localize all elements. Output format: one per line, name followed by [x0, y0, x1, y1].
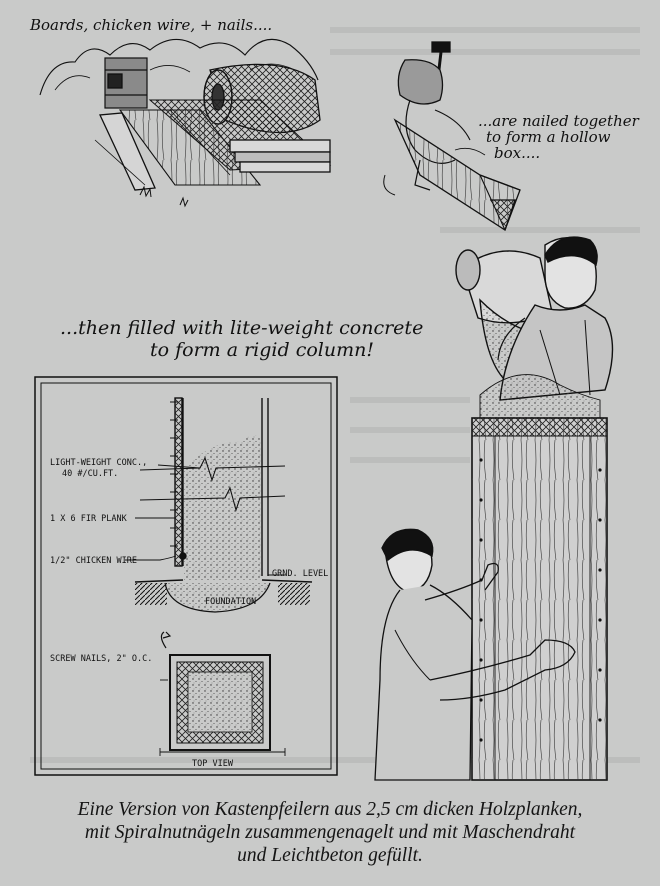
svg-text:...are nailed together: ...are nailed together — [478, 112, 640, 130]
label-top-view: TOP VIEW — [192, 759, 234, 769]
section-view — [125, 397, 313, 649]
note-filled: ...then filled with lite-weight concrete… — [60, 317, 423, 361]
svg-text:box....: box.... — [494, 144, 540, 162]
label-foundation: FOUNDATION — [205, 597, 256, 607]
nailing-sketch — [383, 41, 521, 231]
caption-line-2: mit Spiralnutnägeln zusammengenagelt und… — [84, 822, 576, 843]
drawing-frame-outer — [34, 376, 338, 776]
label-plank: 1 X 6 FIR PLANK — [50, 514, 128, 524]
board-stack — [94, 99, 332, 191]
note-nailed: ...are nailed together to form a hollow … — [478, 112, 640, 162]
technical-drawing: LIGHT-WEIGHT CONC., 40 #/CU.FT. 1 X 6 FI… — [34, 376, 338, 776]
label-nails: SCREW NAILS, 2" O.C. — [50, 654, 152, 664]
label-wire: 1/2" CHICKEN WIRE — [50, 556, 137, 566]
illustration: Boards, chicken wire, + nails.... ...are… — [29, 16, 640, 781]
label-concrete-1: LIGHT-WEIGHT CONC., — [50, 458, 147, 468]
svg-text:to form a hollow: to form a hollow — [486, 128, 611, 146]
label-concrete-2: 40 #/CU.FT. — [62, 469, 118, 479]
caption-line-3: und Leichtbeton gefüllt. — [237, 845, 423, 866]
caption-line-1: Eine Version von Kastenpfeilern aus 2,5 … — [77, 799, 583, 820]
figure-caption: Eine Version von Kastenpfeilern aus 2,5 … — [20, 798, 640, 867]
label-ground: GRND. LEVEL — [272, 569, 328, 579]
svg-text:to form a rigid column!: to form a rigid column! — [150, 339, 374, 361]
note-materials: Boards, chicken wire, + nails.... — [29, 16, 272, 34]
drawing-frame-inner — [40, 382, 332, 770]
svg-text:...then filled with lite-weigh: ...then filled with lite-weight concrete — [60, 317, 423, 339]
column-filling-sketch — [374, 236, 614, 781]
top-view — [159, 654, 286, 756]
materials-sketch — [39, 38, 332, 208]
